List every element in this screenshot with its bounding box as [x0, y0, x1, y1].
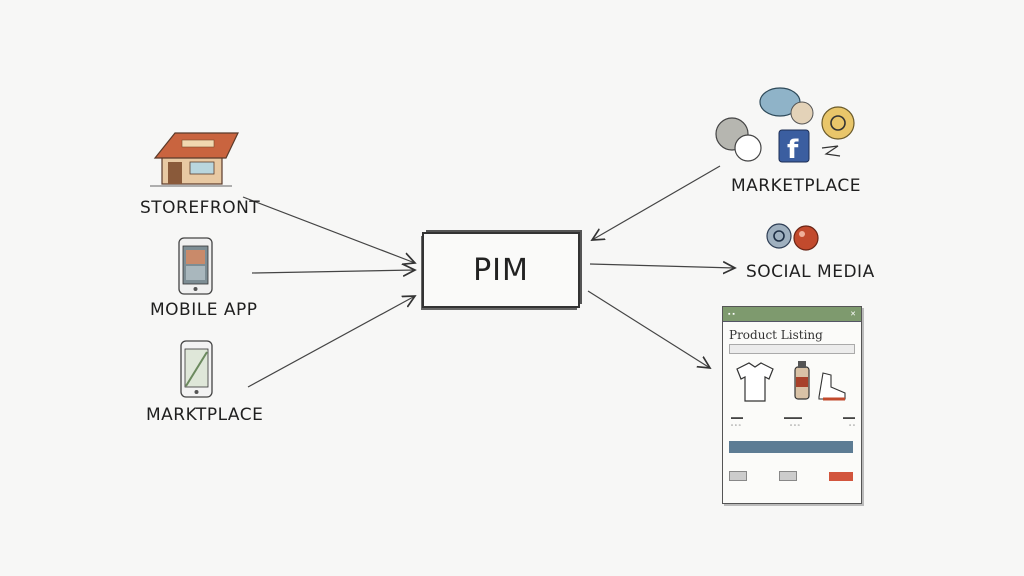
listing-thumb	[779, 471, 797, 481]
listing-price-row: ▬▬ ▬▬▬ ▬▬	[731, 415, 855, 421]
marketplace-label: MARKETPLACE	[731, 176, 861, 196]
smartphone-icon	[178, 237, 213, 295]
listing-title: Product Listing	[729, 328, 823, 342]
meta-placeholder: ▫ ▫ ▫	[731, 423, 741, 429]
arrow-pim-to-listing	[587, 290, 710, 368]
arrow-marketplace-to-pim	[592, 165, 721, 240]
smartphone-icon-marketplace	[180, 340, 213, 398]
tshirt-icon	[736, 362, 774, 402]
arrow-marktplace-to-pim	[247, 296, 415, 388]
bottle-icon	[794, 361, 810, 400]
listing-titlebar: ▪ ▪ ✕	[723, 307, 861, 322]
social-media-icon	[766, 223, 819, 251]
social-media-label: SOCIAL MEDIA	[746, 262, 875, 282]
social-bubbles-icon: f	[715, 87, 855, 165]
price-placeholder: ▬▬	[843, 415, 855, 421]
listing-meta-row: ▫ ▫ ▫ ▫ ▫ ▫ ▫ ▫	[731, 423, 855, 429]
svg-text:f: f	[787, 135, 799, 165]
price-placeholder: ▬▬	[731, 415, 743, 421]
storefront-label: STOREFRONT	[140, 198, 261, 218]
price-placeholder: ▬▬▬	[784, 415, 802, 421]
close-icon: ✕	[850, 311, 856, 318]
meta-placeholder: ▫ ▫ ▫	[790, 423, 800, 429]
mobile-app-label: MOBILE APP	[150, 300, 258, 320]
marktplace-label: MARKTPLACE	[146, 405, 264, 425]
arrow-storefront-to-pim	[242, 196, 415, 263]
pim-node: PIM	[422, 232, 580, 308]
meta-placeholder: ▫ ▫	[849, 423, 855, 429]
listing-action-button	[829, 471, 853, 481]
storefront-icon	[150, 132, 239, 187]
listing-search-bar	[729, 344, 855, 354]
shoe-icon	[818, 372, 846, 401]
arrow-pim-to-social	[589, 264, 735, 268]
listing-category-bar	[729, 441, 853, 453]
arrow-mobile-to-pim	[251, 270, 415, 273]
listing-thumb	[729, 471, 747, 481]
pim-label: PIM	[473, 252, 529, 288]
listing-product-images	[736, 361, 846, 402]
listing-footer	[729, 469, 853, 483]
listing-titlebar-dots: ▪ ▪	[728, 310, 735, 318]
product-listing-window: ▪ ▪ ✕ Product Listing ▬▬ ▬▬▬ ▬▬ ▫	[722, 306, 862, 504]
